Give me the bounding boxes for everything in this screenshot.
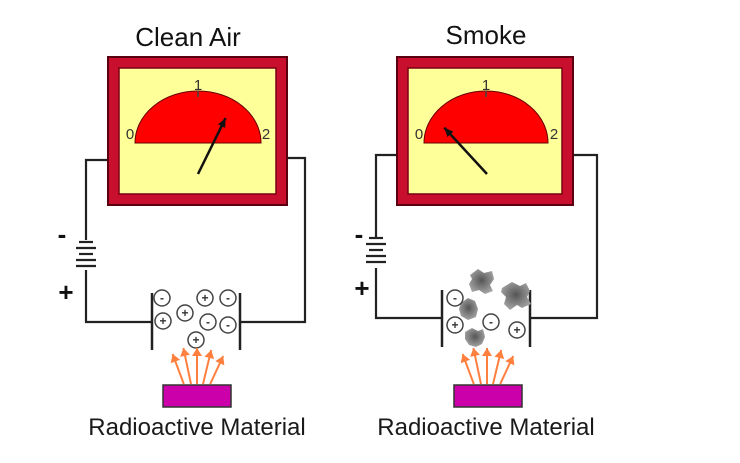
radiation-arrow bbox=[192, 348, 202, 384]
battery-icon bbox=[366, 236, 386, 264]
smoke-particle bbox=[465, 328, 485, 347]
ion-cloud: - + - + bbox=[446, 289, 526, 339]
svg-text:-: - bbox=[206, 315, 210, 329]
meter-needle bbox=[443, 126, 488, 175]
panel-smoke: Smoke - + 0 1 2 bbox=[354, 20, 599, 441]
smoke-particle bbox=[501, 282, 531, 310]
panel-title: Clean Air bbox=[135, 22, 241, 52]
panel-clean-air: Clean Air - + 0 1 2 bbox=[58, 22, 307, 441]
positive-ion: + bbox=[176, 304, 194, 322]
panel-title: Smoke bbox=[446, 20, 527, 50]
battery-positive-sign: + bbox=[58, 277, 73, 307]
radiation-arrow bbox=[499, 355, 515, 385]
radiation-arrow bbox=[209, 355, 225, 385]
positive-ion: + bbox=[446, 316, 464, 334]
svg-text:+: + bbox=[513, 323, 520, 337]
needle-tip bbox=[444, 127, 454, 137]
meter-label-1: 1 bbox=[194, 77, 202, 94]
radiation-arrow bbox=[470, 347, 482, 385]
needle-shaft bbox=[196, 117, 227, 175]
radiation-arrow bbox=[492, 349, 505, 385]
battery-icon bbox=[76, 240, 96, 268]
source-caption: Radioactive Material bbox=[88, 414, 305, 441]
meter-label-2: 2 bbox=[262, 126, 270, 143]
radiation-arrow bbox=[202, 349, 215, 385]
meter-needle bbox=[196, 117, 227, 175]
negative-ion: - bbox=[219, 316, 237, 334]
radiation-arrow bbox=[180, 347, 192, 385]
source-caption: Radioactive Material bbox=[377, 414, 594, 441]
positive-ion: + bbox=[196, 289, 214, 307]
negative-ion: - bbox=[153, 289, 171, 307]
circuit-wire bbox=[84, 156, 307, 324]
radioactive-source bbox=[162, 384, 232, 408]
ion-cloud: -+-++--+ bbox=[153, 289, 237, 349]
negative-ion: - bbox=[482, 313, 500, 331]
meter-label-2: 2 bbox=[550, 126, 558, 143]
svg-text:-: - bbox=[226, 318, 230, 332]
needle-shaft bbox=[443, 126, 488, 175]
battery-negative-sign: - bbox=[355, 219, 364, 249]
svg-text:-: - bbox=[160, 291, 164, 305]
battery-positive-sign: + bbox=[354, 273, 369, 303]
negative-ion: - bbox=[199, 313, 217, 331]
battery-negative-sign: - bbox=[58, 219, 67, 249]
radiation-arrow bbox=[460, 353, 475, 385]
positive-ion: + bbox=[187, 331, 205, 349]
svg-text:-: - bbox=[226, 291, 230, 305]
svg-text:+: + bbox=[201, 291, 208, 305]
meter-label-0: 0 bbox=[126, 126, 134, 143]
svg-text:+: + bbox=[451, 318, 458, 332]
svg-text:+: + bbox=[159, 314, 166, 328]
radiation-arrow bbox=[170, 353, 185, 385]
meter-label-0: 0 bbox=[415, 126, 423, 143]
smoke-particle bbox=[469, 269, 494, 294]
svg-text:+: + bbox=[192, 333, 199, 347]
radiation-arrows bbox=[460, 347, 515, 385]
svg-text:-: - bbox=[453, 291, 457, 305]
ammeter: 0 1 2 bbox=[107, 56, 288, 206]
positive-ion: + bbox=[508, 321, 526, 339]
svg-text:+: + bbox=[181, 306, 188, 320]
svg-text:-: - bbox=[489, 315, 493, 329]
negative-ion: - bbox=[219, 289, 237, 307]
radiation-arrow bbox=[482, 348, 492, 384]
positive-ion: + bbox=[154, 312, 172, 330]
radiation-arrows bbox=[170, 347, 225, 385]
meter-label-1: 1 bbox=[482, 77, 490, 94]
meter-scale-arc bbox=[134, 90, 262, 144]
smoke-particles bbox=[459, 269, 531, 347]
needle-tip bbox=[218, 118, 226, 128]
meter-scale-arc bbox=[423, 90, 549, 144]
ammeter: 0 1 2 bbox=[396, 56, 574, 206]
circuit-wire bbox=[374, 153, 599, 320]
smoke-particle bbox=[459, 298, 478, 320]
radioactive-source bbox=[453, 384, 523, 408]
negative-ion: - bbox=[446, 289, 464, 307]
